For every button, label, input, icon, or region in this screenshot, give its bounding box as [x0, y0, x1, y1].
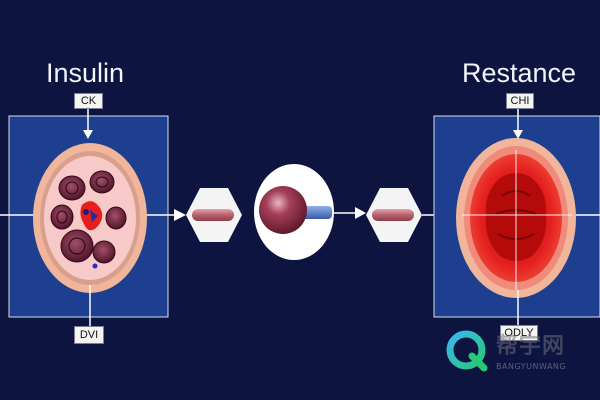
watermark-logo-icon: [446, 330, 488, 372]
right-top-arrowhead: [513, 130, 523, 139]
left-nucleus-4: [105, 206, 127, 230]
left-nucleus-6: [92, 240, 116, 264]
left-output-arrowhead: [174, 209, 186, 221]
watermark-text: BANGYUNWANG: [496, 362, 567, 371]
left-nucleus-2: [89, 170, 115, 194]
label-chi: CHI: [506, 93, 534, 109]
title-insulin: Insulin: [46, 58, 125, 88]
left-top-arrowhead: [83, 130, 93, 139]
watermark-glyphs: 帮宇网: [496, 334, 566, 359]
label-dvi: DVI: [74, 326, 104, 344]
title-restance: Restance: [462, 58, 577, 88]
watermark: 帮宇网 BANGYUNWANG: [444, 328, 594, 376]
left-nucleus-1: [58, 175, 86, 201]
insulin-sphere: [259, 186, 307, 234]
label-odly: ODLY: [500, 325, 538, 341]
tube-left: [192, 209, 234, 221]
tube-right: [372, 209, 414, 221]
left-nucleus-5: [60, 229, 94, 263]
left-nucleus-3: [50, 204, 74, 230]
middle-arrowhead: [355, 207, 366, 219]
label-ck: CK: [74, 93, 103, 109]
